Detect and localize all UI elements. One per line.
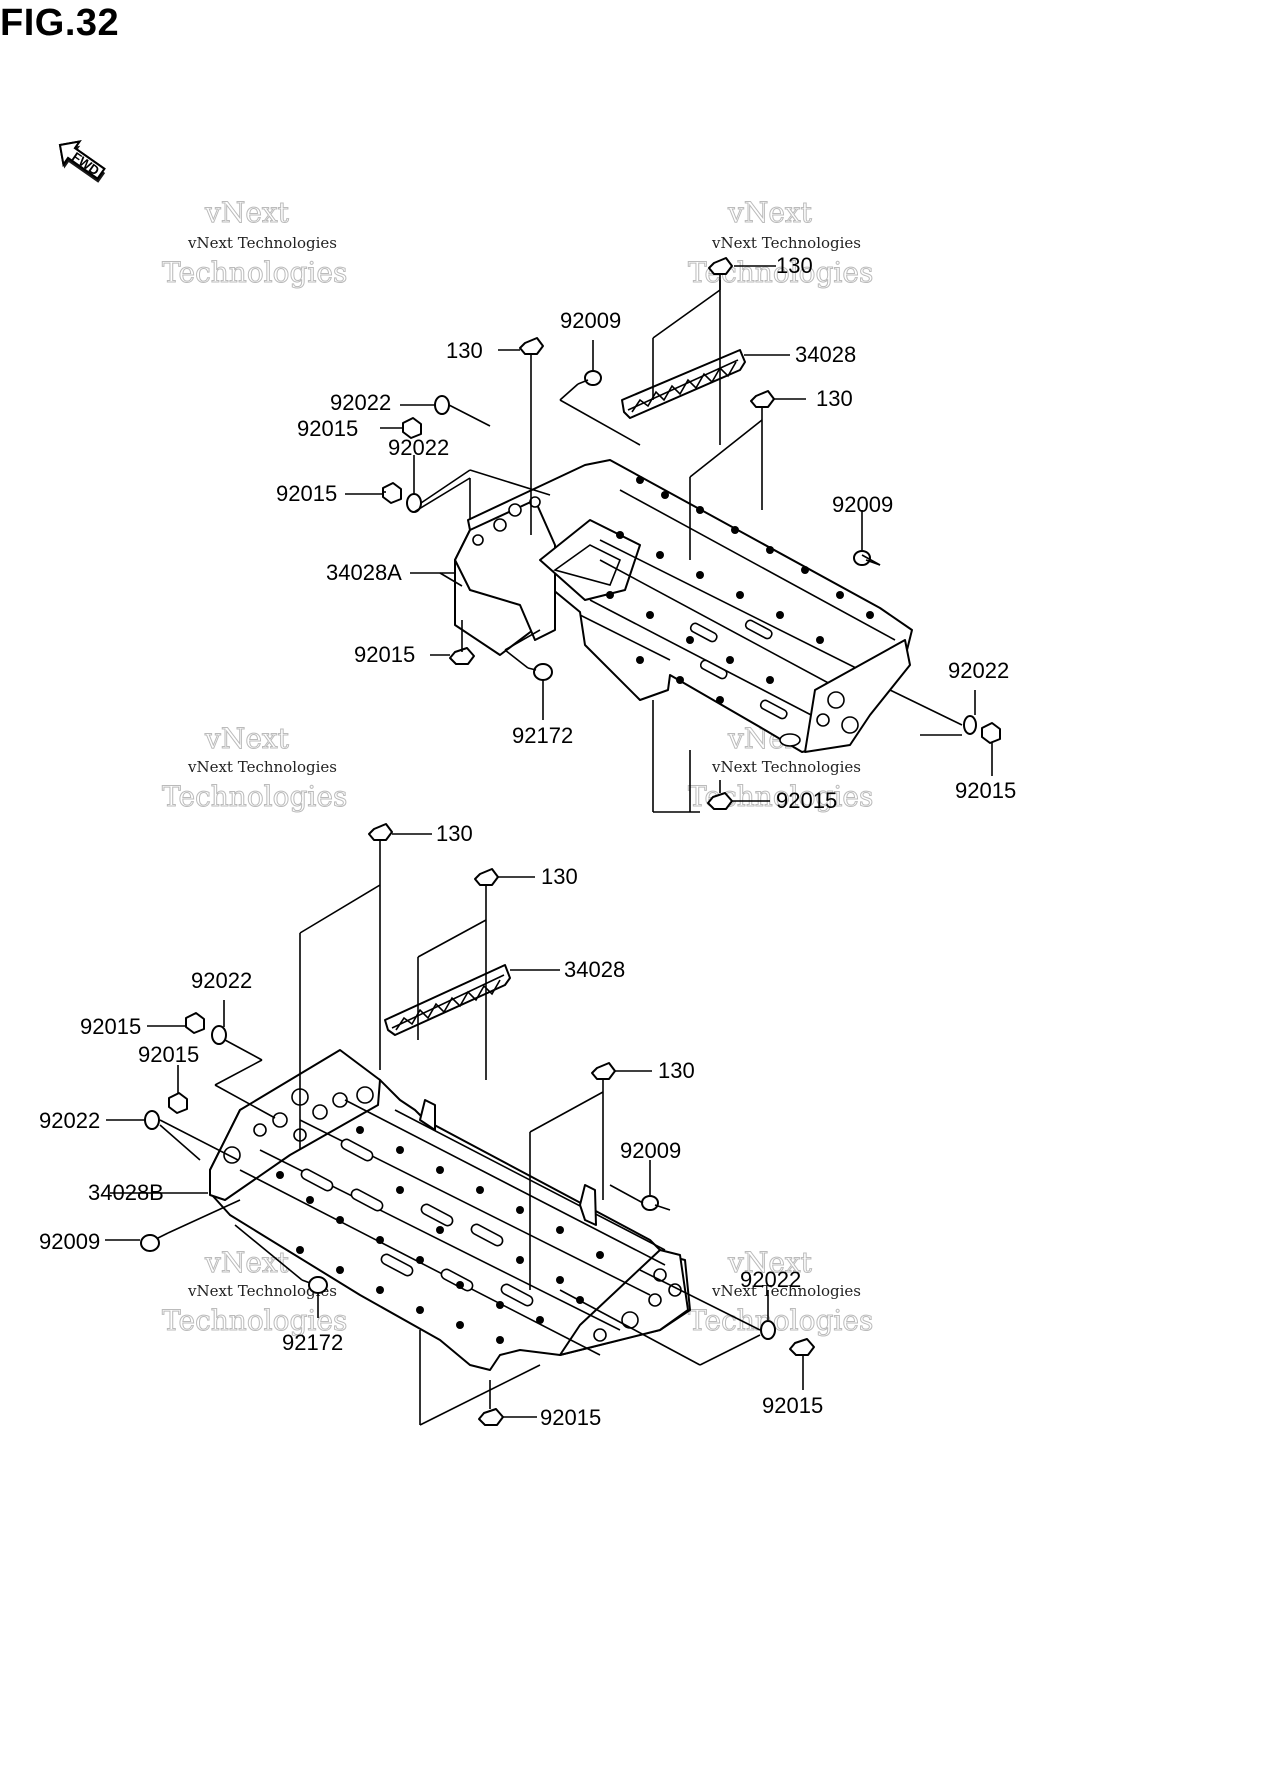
svg-text:Technologies: Technologies: [688, 1304, 873, 1337]
lower-label-92009-right: 92009: [620, 1138, 681, 1163]
svg-text:vNext: vNext: [204, 722, 290, 755]
lower-label-92022-right: 92022: [740, 1267, 801, 1292]
lower-label-92015-2: 92015: [138, 1042, 199, 1067]
upper-bolt-130-mid: [750, 390, 775, 420]
figure-title: FIG.32: [0, 2, 120, 44]
upper-label-92015-center: 92015: [776, 788, 837, 813]
lower-label-92015-1: 92015: [80, 1014, 141, 1039]
lower-clip-92009-right: [641, 1195, 671, 1211]
lower-assembly: 130 130 34028 92022 92015 92015 92022 13…: [39, 821, 823, 1430]
upper-label-92015-right: 92015: [955, 778, 1016, 803]
upper-label-92015-1: 92015: [297, 416, 358, 441]
upper-label-34028: 34028: [795, 342, 856, 367]
upper-tray: [539, 519, 641, 601]
lower-label-92172: 92172: [282, 1330, 343, 1355]
upper-label-92172: 92172: [512, 723, 573, 748]
fwd-arrow-icon: FWD: [58, 140, 106, 183]
upper-label-130-mid: 130: [816, 386, 853, 411]
lower-washer-92022-2: [144, 1110, 160, 1130]
upper-label-92009-right: 92009: [832, 492, 893, 517]
svg-text:vNext Technologies: vNext Technologies: [187, 1282, 337, 1300]
lower-nut-92015-2: [168, 1092, 188, 1114]
watermark-3: vNext vNext Technologies Technologies: [162, 722, 348, 814]
upper-clip-92009: [577, 370, 602, 386]
svg-text:Technologies: Technologies: [162, 1304, 347, 1337]
upper-label-92015-bottom: 92015: [354, 642, 415, 667]
upper-label-130-left: 130: [446, 338, 483, 363]
svg-text:vNext Technologies: vNext Technologies: [711, 758, 861, 776]
upper-front-plate: [804, 639, 911, 753]
lower-tab-1: [419, 1099, 436, 1131]
upper-assembly: 130 130 92009 34028 130 92022 92015 9202…: [276, 253, 1016, 813]
upper-nut-92015-right: [981, 722, 1001, 744]
upper-washer-92022-1: [434, 395, 450, 415]
svg-text:Technologies: Technologies: [162, 780, 347, 813]
upper-label-92009-top: 92009: [560, 308, 621, 333]
watermark-2: vNext vNext Technologies Technologies: [688, 196, 874, 290]
svg-text:vNext: vNext: [204, 196, 290, 229]
upper-nut-92015-1: [402, 417, 422, 439]
lower-washer-92022-right: [760, 1320, 776, 1340]
lower-label-130-top: 130: [436, 821, 473, 846]
lower-cover-34028: [384, 964, 511, 1036]
lower-label-92009-left: 92009: [39, 1229, 100, 1254]
watermark-1: vNext vNext Technologies Technologies: [162, 196, 348, 290]
lower-label-92015-center: 92015: [540, 1405, 601, 1430]
lower-nut-92015-center: [478, 1408, 504, 1426]
lower-label-130-right: 130: [658, 1058, 695, 1083]
lower-label-34028B: 34028B: [88, 1180, 164, 1205]
svg-text:vNext Technologies: vNext Technologies: [711, 1282, 861, 1300]
lower-nut-92015-right: [789, 1338, 815, 1356]
lower-clip-92009-left: [140, 1232, 169, 1252]
upper-nut-92015-2: [382, 482, 402, 504]
lower-label-130-2: 130: [541, 864, 578, 889]
svg-text:vNext: vNext: [727, 1246, 813, 1279]
watermark-5: vNext vNext Technologies Technologies: [162, 1246, 348, 1338]
lower-label-92022-1: 92022: [191, 968, 252, 993]
lower-label-34028: 34028: [564, 957, 625, 982]
upper-label-92022-right: 92022: [948, 658, 1009, 683]
upper-screw-92172: [527, 663, 553, 681]
upper-label-130-top: 130: [776, 253, 813, 278]
upper-bolt-130-left: [519, 337, 544, 366]
upper-rack-body: [454, 459, 913, 753]
upper-label-92022-2: 92022: [388, 435, 449, 460]
svg-text:vNext Technologies: vNext Technologies: [187, 234, 337, 252]
lower-label-92022-2: 92022: [39, 1108, 100, 1133]
upper-washer-92022-right: [963, 715, 977, 735]
lower-tab-2: [579, 1184, 597, 1226]
svg-text:vNext Technologies: vNext Technologies: [711, 234, 861, 252]
upper-nut-92015-bottom: [449, 647, 475, 665]
upper-nut-92015-center: [707, 792, 733, 810]
lower-bolt-130-right: [591, 1062, 616, 1092]
svg-text:vNext: vNext: [204, 1246, 290, 1279]
lower-label-92015-right: 92015: [762, 1393, 823, 1418]
upper-label-92022-1: 92022: [330, 390, 391, 415]
svg-text:Technologies: Technologies: [162, 256, 347, 289]
upper-label-92015-2: 92015: [276, 481, 337, 506]
svg-text:vNext Technologies: vNext Technologies: [187, 758, 337, 776]
upper-label-34028A: 34028A: [326, 560, 402, 585]
lower-bolt-130-2: [474, 868, 499, 900]
lower-left-plate: [209, 1049, 381, 1201]
lower-nut-92015-1: [185, 1012, 205, 1034]
lower-bolt-130-top: [368, 823, 393, 855]
lower-washer-92022-1: [211, 1025, 227, 1045]
svg-text:vNext: vNext: [727, 196, 813, 229]
